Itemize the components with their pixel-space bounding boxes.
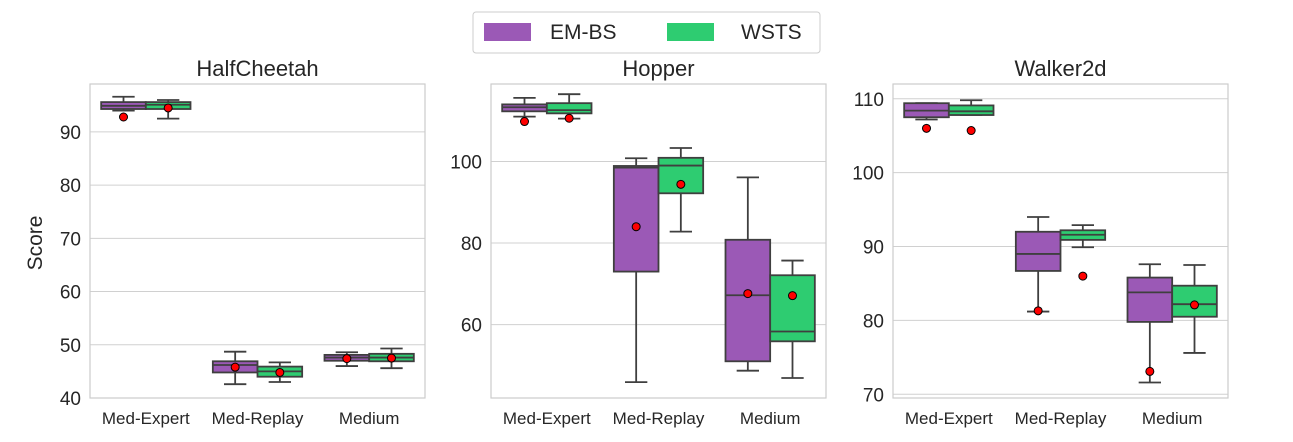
y-tick-label: 100: [450, 152, 482, 173]
y-tick-label: 90: [60, 123, 81, 144]
mean-marker: [1145, 366, 1155, 376]
legend: EM-BS WSTS: [472, 11, 821, 54]
panel-title: Walker2d: [1014, 56, 1106, 81]
x-tick-label: Medium: [339, 409, 399, 428]
box-em-bs-med-expert: [100, 95, 147, 122]
axes-frame: [490, 83, 827, 399]
y-tick-label: 70: [60, 229, 81, 250]
panel-title: HalfCheetah: [196, 56, 318, 81]
box-iqr: [1126, 276, 1174, 323]
box-em-bs-medium: [724, 176, 772, 372]
mean-marker: [676, 179, 686, 189]
box-iqr: [1014, 230, 1062, 272]
box-wsts-med-expert: [144, 99, 192, 120]
x-tick-label: Medium: [740, 409, 800, 428]
x-tick-label: Med-Replay: [1015, 409, 1107, 428]
box-em-bs-medium: [1126, 263, 1174, 384]
y-tick-label: 80: [863, 311, 884, 332]
box-em-bs-med-replay: [612, 157, 660, 383]
mean-marker: [275, 367, 285, 377]
mean-marker: [1033, 306, 1043, 316]
legend-frame: [472, 11, 821, 54]
axes-frame: [89, 83, 426, 399]
box-em-bs-med-replay: [211, 350, 259, 386]
box-iqr: [612, 165, 660, 273]
y-tick-label: 50: [60, 336, 81, 357]
box-wsts-med-expert: [545, 93, 593, 123]
box-wsts-medium: [368, 347, 415, 370]
box-iqr: [724, 238, 772, 363]
mean-marker: [163, 103, 173, 113]
y-tick-label: 40: [60, 389, 81, 410]
mean-marker: [966, 126, 976, 136]
mean-marker: [1190, 300, 1199, 310]
legend-swatch-wsts: [667, 23, 714, 41]
mean-marker: [520, 117, 529, 127]
mean-marker: [743, 289, 753, 299]
box-em-bs-med-expert: [501, 96, 548, 127]
box-wsts-med-expert: [947, 99, 995, 136]
mean-marker: [788, 291, 797, 301]
mean-marker: [119, 112, 128, 122]
x-tick-label: Med-Expert: [905, 409, 993, 428]
x-tick-label: Medium: [1142, 409, 1202, 428]
mean-marker: [387, 353, 396, 363]
x-tick-label: Med-Replay: [613, 409, 705, 428]
x-tick-label: Med-Expert: [102, 409, 190, 428]
box-wsts-med-replay: [1059, 224, 1107, 281]
y-tick-label: 70: [863, 385, 884, 406]
mean-marker: [342, 354, 352, 364]
x-tick-label: Med-Replay: [212, 409, 304, 428]
legend-label-em-bs: EM-BS: [550, 21, 617, 44]
legend-label-wsts: WSTS: [741, 21, 802, 44]
box-iqr: [545, 102, 593, 115]
box-wsts-medium: [1171, 264, 1218, 354]
y-tick-label: 100: [852, 164, 884, 185]
mean-marker: [631, 222, 641, 232]
panel-title: Hopper: [622, 56, 694, 81]
mean-marker: [1078, 271, 1088, 281]
y-tick-label: 60: [60, 283, 81, 304]
mean-marker: [922, 123, 931, 133]
y-tick-label: 80: [60, 176, 81, 197]
y-tick-label: 80: [461, 234, 482, 255]
y-tick-label: 60: [461, 316, 482, 337]
y-axis-label: Score: [24, 216, 47, 271]
y-tick-label: 110: [854, 90, 884, 111]
y-tick-label: 90: [863, 238, 884, 259]
box-wsts-med-replay: [256, 361, 304, 383]
x-tick-label: Med-Expert: [503, 409, 591, 428]
mean-marker: [230, 362, 240, 372]
box-iqr: [947, 104, 995, 116]
box-em-bs-med-expert: [903, 102, 950, 133]
mean-marker: [564, 113, 574, 123]
axes-frame: [892, 83, 1229, 399]
box-wsts-med-replay: [657, 147, 705, 233]
box-wsts-medium: [769, 259, 816, 379]
box-em-bs-med-replay: [1014, 216, 1062, 316]
box-em-bs-medium: [323, 351, 371, 367]
box-iqr: [769, 274, 816, 343]
legend-swatch-em-bs: [484, 23, 531, 41]
